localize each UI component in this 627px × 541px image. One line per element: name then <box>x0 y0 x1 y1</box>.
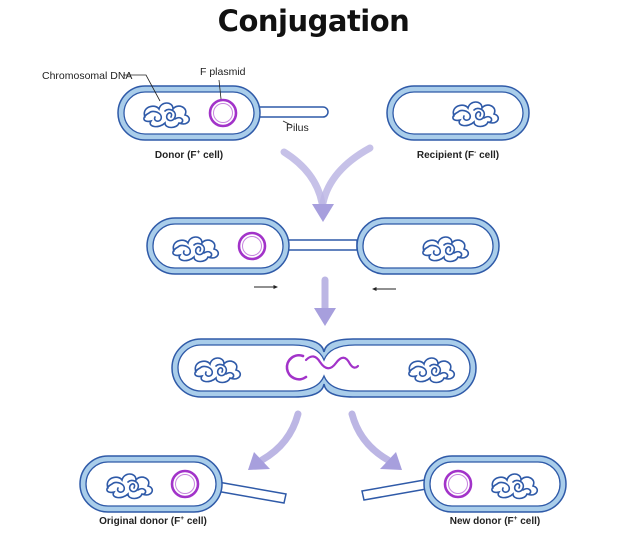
recipient-label: Recipient (F- cell) <box>417 149 499 161</box>
page-title: Conjugation <box>217 4 410 38</box>
original-donor-cell <box>79 455 287 513</box>
new-donor-label: New donor (F+ cell) <box>450 515 540 527</box>
paired-recipient-cell <box>356 217 500 275</box>
merge-arrow <box>280 144 374 222</box>
donor-cell <box>117 85 329 141</box>
donor-label: Donor (F+ cell) <box>155 149 223 161</box>
f-plasmid-icon <box>170 469 200 499</box>
transferring-plasmid-strand <box>304 355 360 370</box>
chromosomal-dna-leader <box>123 74 161 102</box>
paired-donor-cell <box>146 217 358 275</box>
fused-cells <box>171 338 477 398</box>
transfer-arrow <box>314 276 336 326</box>
original-donor-label: Original donor (F+ cell) <box>99 515 207 527</box>
pilus-bridge <box>284 239 358 251</box>
new-donor-cell <box>361 455 567 513</box>
pilus-label: Pilus <box>286 122 309 134</box>
pilus-shape <box>361 478 433 501</box>
pilus-leader <box>282 120 292 126</box>
chromosomal-dna-label: Chromosomal DNA <box>42 70 132 82</box>
pilus-shape <box>215 481 287 504</box>
f-plasmid-icon <box>285 354 308 381</box>
recipient-cell <box>386 85 530 141</box>
f-plasmid-leader <box>218 79 222 100</box>
split-arrows <box>248 410 402 470</box>
f-plasmid-icon <box>208 98 238 128</box>
f-plasmid-icon <box>237 231 267 261</box>
pilus-shape <box>254 106 329 118</box>
f-plasmid-icon <box>443 469 473 499</box>
f-plasmid-label: F plasmid <box>200 66 246 78</box>
